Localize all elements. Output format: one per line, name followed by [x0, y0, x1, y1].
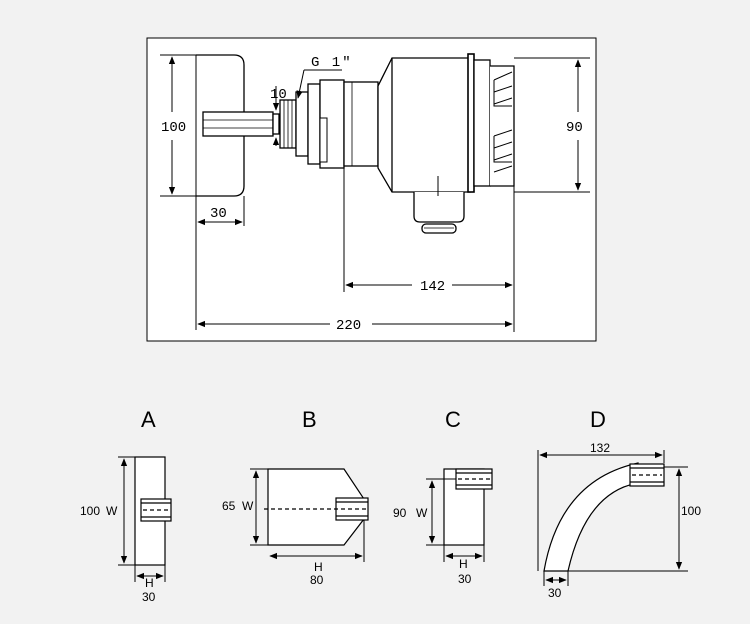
dimension-142: 142	[420, 279, 445, 295]
paddle-d-height-value: 100	[681, 504, 701, 518]
paddle-c-h-value: 30	[458, 572, 472, 586]
paddle-a-h-label: H	[145, 576, 154, 590]
paddle-b-h-value: 80	[310, 573, 324, 587]
shaft	[202, 111, 274, 137]
paddle-b-w-label: W	[242, 499, 254, 513]
paddle-d: D 132 100 30	[537, 407, 701, 600]
paddle-b-w-value: 65	[222, 499, 236, 513]
paddle-c-letter: C	[445, 407, 461, 432]
top-dimensions	[160, 54, 590, 332]
top-dimension-labels: G 1″ 10 100 90 30 142 220	[161, 55, 583, 334]
paddle-d-bottom-value: 30	[548, 586, 562, 600]
paddle-a: A 100 W H 30	[80, 407, 172, 604]
paddle-c-h-label: H	[459, 557, 468, 571]
paddle-b-h-label: H	[314, 560, 323, 574]
paddle-d-letter: D	[590, 407, 606, 432]
dimension-30-top: 30	[210, 206, 227, 222]
paddle-c-w-label: W	[416, 506, 428, 520]
dimension-90: 90	[566, 120, 583, 136]
dimension-10: 10	[270, 87, 287, 103]
dimension-100: 100	[161, 120, 186, 136]
paddle-a-w-value: 100	[80, 504, 100, 518]
top-drawing	[146, 37, 597, 342]
paddle-b: B 65 W H 80	[222, 407, 369, 587]
dimension-220: 220	[336, 318, 361, 334]
paddle-a-w-label: W	[106, 504, 118, 518]
paddle-c: C 90 W H 30	[393, 407, 493, 586]
paddle-a-letter: A	[141, 407, 156, 432]
housing	[377, 53, 515, 234]
paddle-d-width-value: 132	[590, 441, 610, 455]
thread-section	[279, 79, 379, 169]
paddle-b-letter: B	[302, 407, 317, 432]
paddle-c-w-value: 90	[393, 506, 407, 520]
thread-label: G 1″	[311, 55, 353, 71]
paddle-a-h-value: 30	[142, 590, 156, 604]
